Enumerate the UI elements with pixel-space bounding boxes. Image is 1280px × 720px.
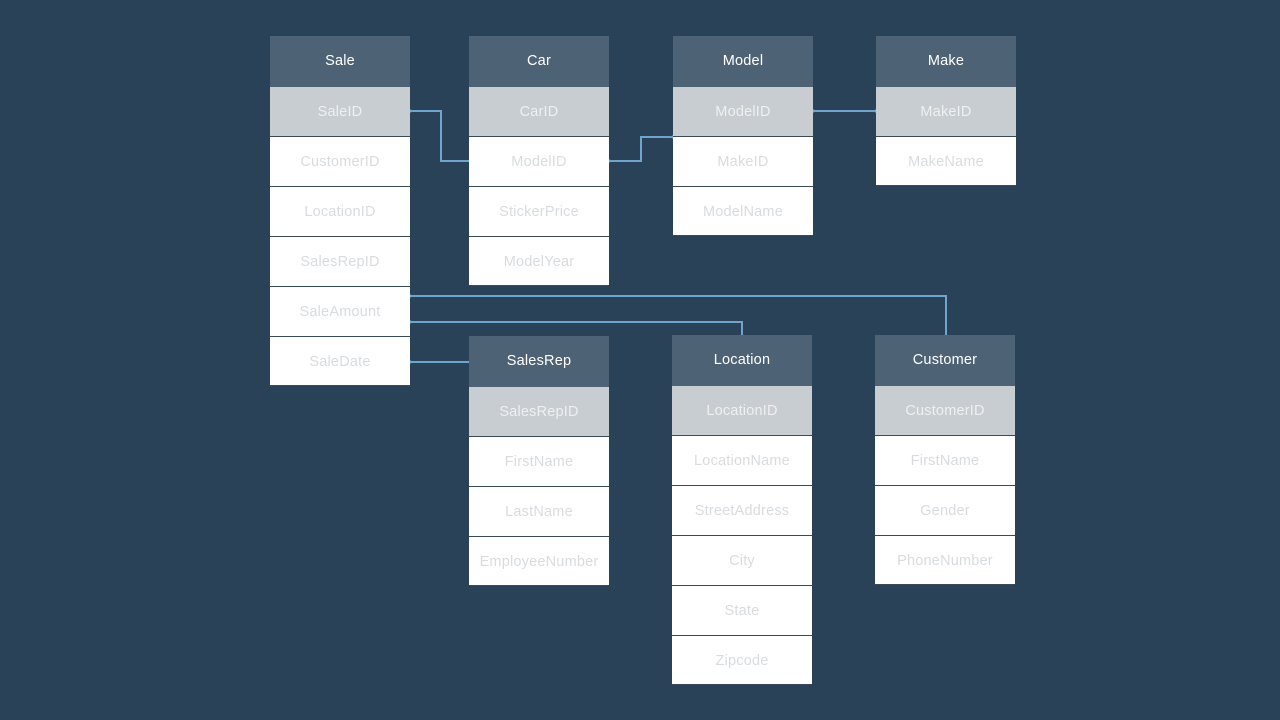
field-car-modelid[interactable]: ModelID — [469, 136, 609, 186]
field-model-makeid[interactable]: MakeID — [673, 136, 813, 186]
field-location-state[interactable]: State — [672, 585, 812, 635]
primary-key-field-sale-saleid[interactable]: SaleID — [270, 86, 410, 136]
field-sale-saledate[interactable]: SaleDate — [270, 336, 410, 386]
field-salesrep-firstname[interactable]: FirstName — [469, 436, 609, 486]
field-sale-locationid[interactable]: LocationID — [270, 186, 410, 236]
entity-title-location: Location — [672, 335, 812, 385]
entity-title-make: Make — [876, 36, 1016, 86]
primary-key-field-model-modelid[interactable]: ModelID — [673, 86, 813, 136]
field-sale-saleamount[interactable]: SaleAmount — [270, 286, 410, 336]
field-customer-firstname[interactable]: FirstName — [875, 435, 1015, 485]
entity-title-customer: Customer — [875, 335, 1015, 385]
entity-title-car: Car — [469, 36, 609, 86]
field-location-zipcode[interactable]: Zipcode — [672, 635, 812, 685]
relationship-car-model — [609, 136, 673, 162]
relationship-sale-customer — [410, 295, 947, 336]
primary-key-field-location-locationid[interactable]: LocationID — [672, 385, 812, 435]
field-customer-phonenumber[interactable]: PhoneNumber — [875, 535, 1015, 585]
field-salesrep-lastname[interactable]: LastName — [469, 486, 609, 536]
field-make-makename[interactable]: MakeName — [876, 136, 1016, 186]
field-car-modelyear[interactable]: ModelYear — [469, 236, 609, 286]
field-location-city[interactable]: City — [672, 535, 812, 585]
entity-title-salesrep: SalesRep — [469, 336, 609, 386]
relationship-sale-location — [410, 321, 743, 336]
field-location-locationname[interactable]: LocationName — [672, 435, 812, 485]
field-location-streetaddress[interactable]: StreetAddress — [672, 485, 812, 535]
entity-title-sale: Sale — [270, 36, 410, 86]
field-model-modelname[interactable]: ModelName — [673, 186, 813, 236]
field-sale-salesrepid[interactable]: SalesRepID — [270, 236, 410, 286]
field-salesrep-employeenumber[interactable]: EmployeeNumber — [469, 536, 609, 586]
primary-key-field-customer-customerid[interactable]: CustomerID — [875, 385, 1015, 435]
field-customer-gender[interactable]: Gender — [875, 485, 1015, 535]
field-sale-customerid[interactable]: CustomerID — [270, 136, 410, 186]
primary-key-field-salesrep-salesrepid[interactable]: SalesRepID — [469, 386, 609, 436]
field-car-stickerprice[interactable]: StickerPrice — [469, 186, 609, 236]
primary-key-field-car-carid[interactable]: CarID — [469, 86, 609, 136]
primary-key-field-make-makeid[interactable]: MakeID — [876, 86, 1016, 136]
relationship-sale-car — [410, 110, 470, 162]
entity-title-model: Model — [673, 36, 813, 86]
